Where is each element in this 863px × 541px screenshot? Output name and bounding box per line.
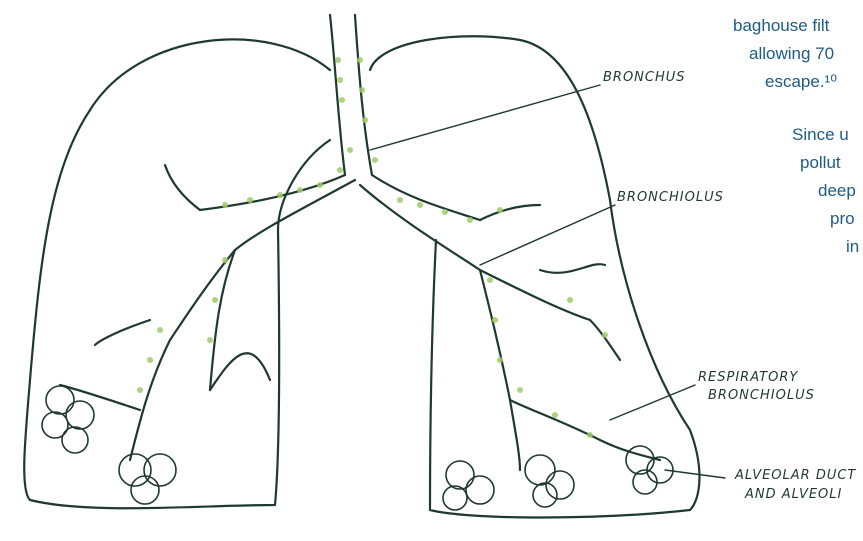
leader-bronchiolus: [480, 205, 615, 265]
alveoli-cluster-left-1: [42, 386, 94, 453]
alveoli-cluster-left-2: [119, 454, 176, 504]
label-bronchus: BRONCHUS: [603, 70, 686, 85]
label-alveolar-line1: ALVEOLAR DUCT: [735, 468, 856, 483]
trachea-left: [330, 15, 345, 175]
right-branch-c: [510, 400, 600, 440]
text-line-2: allowing 70: [749, 42, 834, 66]
left-branch-d: [210, 353, 270, 390]
label-respiratory-line2: BRONCHIOLUS: [708, 388, 815, 403]
leader-alveolar: [665, 470, 725, 478]
trachea-right: [355, 15, 372, 175]
text-line-1: baghouse filt: [733, 14, 829, 38]
right-bronchus-upper: [372, 175, 480, 220]
left-branch-a: [165, 165, 200, 210]
particle-dots: [137, 57, 608, 438]
alveoli-cluster-right-2: [525, 455, 574, 507]
right-branch-d: [590, 320, 620, 360]
text-line-7: pro: [830, 207, 855, 231]
right-branch-f: [510, 400, 520, 470]
text-line-4: Since u: [792, 123, 849, 147]
text-line-6: deep: [818, 179, 856, 203]
left-branch-e: [95, 320, 150, 345]
text-line-3: escape.¹⁰: [765, 70, 837, 94]
right-branch-b: [480, 270, 510, 400]
label-respiratory-line1: RESPIRATORY: [698, 370, 798, 385]
label-bronchiolus: BRONCHIOLUS: [617, 190, 724, 205]
right-lung-outline: [370, 36, 699, 517]
right-branch-a: [480, 205, 540, 220]
text-line-5: pollut: [800, 151, 841, 175]
right-branch-e: [540, 264, 605, 273]
label-alveolar-line2: AND ALVEOLI: [745, 487, 842, 502]
left-lung-outline: [24, 39, 330, 508]
leader-bronchus: [370, 85, 600, 150]
text-line-8: in: [846, 235, 859, 259]
left-bronchus-lower: [170, 180, 355, 340]
left-branch-b: [210, 250, 235, 390]
leader-respiratory: [610, 385, 695, 420]
left-bronchus-upper: [200, 175, 345, 210]
right-bronchus-lower: [360, 185, 590, 320]
alveoli-cluster-right-1: [443, 461, 494, 510]
